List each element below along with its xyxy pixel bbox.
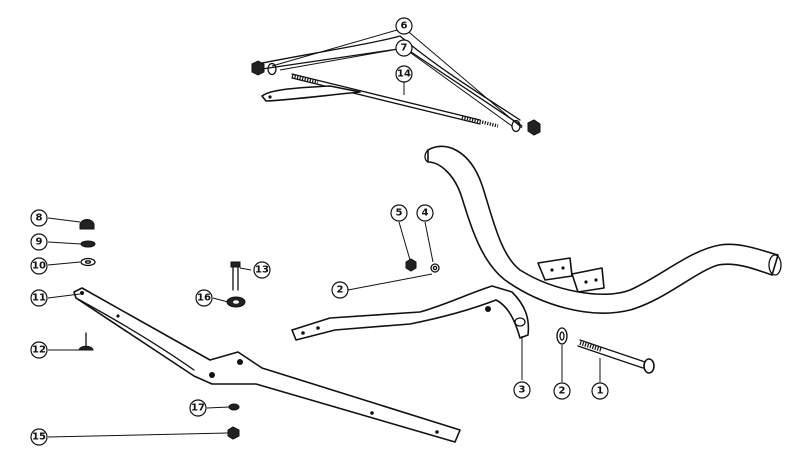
callout-16-label: 16 bbox=[197, 293, 211, 304]
lock-nut bbox=[228, 403, 240, 411]
callout-4: 4 bbox=[416, 204, 434, 222]
carriage-bolt bbox=[577, 339, 655, 374]
handle-tube bbox=[424, 145, 782, 314]
callout-3-label: 3 bbox=[519, 385, 526, 396]
callout-12: 12 bbox=[30, 341, 48, 359]
callout-2-lower-label: 2 bbox=[559, 386, 566, 397]
callout-1: 1 bbox=[591, 382, 609, 400]
callout-5: 5 bbox=[390, 204, 408, 222]
callout-14: 14 bbox=[395, 65, 413, 83]
callout-6: 6 bbox=[395, 17, 413, 35]
hex-nut bbox=[405, 258, 417, 272]
flat-washer-small bbox=[80, 257, 96, 267]
handle-bracket bbox=[291, 285, 530, 341]
callout-7-label: 7 bbox=[401, 43, 408, 54]
acorn-nut bbox=[79, 219, 95, 230]
callout-15-label: 15 bbox=[32, 432, 46, 443]
callout-13-label: 13 bbox=[255, 265, 269, 276]
callout-2-upper-label: 2 bbox=[337, 285, 344, 296]
hex-nut-small bbox=[227, 426, 240, 440]
callout-2-upper: 2 bbox=[331, 281, 349, 299]
callout-16: 16 bbox=[195, 289, 213, 307]
callout-11: 11 bbox=[30, 289, 48, 307]
callout-3: 3 bbox=[513, 381, 531, 399]
callout-17: 17 bbox=[189, 399, 207, 417]
callout-2-lower: 2 bbox=[553, 382, 571, 400]
leader-lines bbox=[47, 27, 601, 438]
callout-5-label: 5 bbox=[396, 208, 403, 219]
lock-washer bbox=[430, 263, 440, 273]
callout-10-label: 10 bbox=[32, 261, 46, 272]
callout-10: 10 bbox=[30, 257, 48, 275]
callout-6-label: 6 bbox=[401, 21, 408, 32]
callout-7: 7 bbox=[395, 39, 413, 57]
threaded-tie-rod bbox=[261, 73, 499, 128]
carriage-bolt-small bbox=[78, 332, 94, 351]
callout-11-label: 11 bbox=[32, 293, 46, 304]
callout-9-label: 9 bbox=[36, 237, 43, 248]
lock-washer-small bbox=[80, 240, 96, 248]
flat-washer bbox=[556, 327, 568, 345]
callout-15: 15 bbox=[30, 428, 48, 446]
callout-13: 13 bbox=[253, 261, 271, 279]
left-nut bbox=[251, 60, 277, 76]
callout-8-label: 8 bbox=[36, 213, 43, 224]
callout-1-label: 1 bbox=[597, 386, 604, 397]
callout-9: 9 bbox=[30, 233, 48, 251]
callout-14-label: 14 bbox=[397, 69, 411, 80]
brace-rod-assembly bbox=[251, 35, 541, 136]
callout-4-label: 4 bbox=[422, 208, 429, 219]
callout-8: 8 bbox=[30, 209, 48, 227]
callout-12-label: 12 bbox=[32, 345, 46, 356]
left-brace-bar bbox=[73, 287, 461, 443]
callout-17-label: 17 bbox=[191, 403, 205, 414]
